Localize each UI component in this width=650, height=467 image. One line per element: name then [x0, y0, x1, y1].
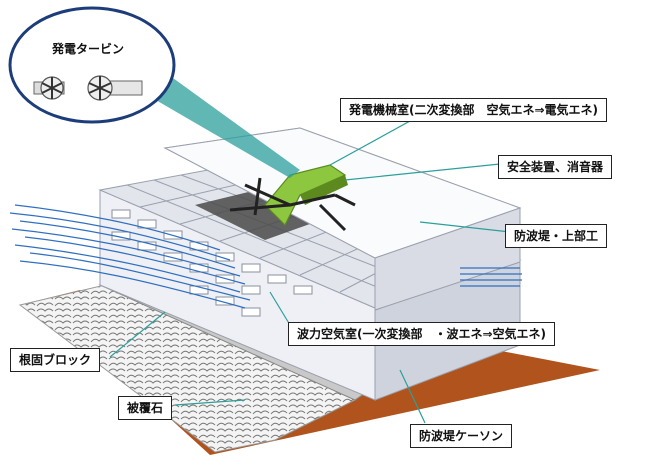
- air-chamber-label: 波力空気室(一次変換部 ・波エネ⇒空気エネ): [288, 322, 556, 346]
- turbine-rotor-icon: [87, 75, 143, 101]
- generator-frame: [229, 177, 356, 232]
- turbine-rotor-icon: [33, 76, 65, 100]
- superstructure-side: [374, 207, 521, 311]
- superstructure-label: 防波堤・上部工: [505, 224, 608, 248]
- safety-device-label: 安全装置、消音器: [498, 155, 613, 179]
- air-chamber-openings: [195, 188, 335, 240]
- caisson-label: 防波堤ケーソン: [410, 424, 513, 448]
- callout-beam: [130, 65, 300, 178]
- armor-stone-label: 被覆石: [118, 396, 173, 420]
- turbine-label: 発電タービン: [52, 42, 125, 56]
- outgoing-waves: [460, 267, 522, 287]
- root-block-label: 根固ブロック: [10, 348, 101, 372]
- generator-duct-side: [300, 175, 348, 205]
- turbine-bubble: [8, 6, 176, 124]
- generator-room-label: 発電機械室(二次変換部 空気エネ⇒電気エネ): [340, 98, 608, 122]
- armor-stone-mound: [18, 284, 357, 453]
- incoming-waves: [9, 204, 251, 309]
